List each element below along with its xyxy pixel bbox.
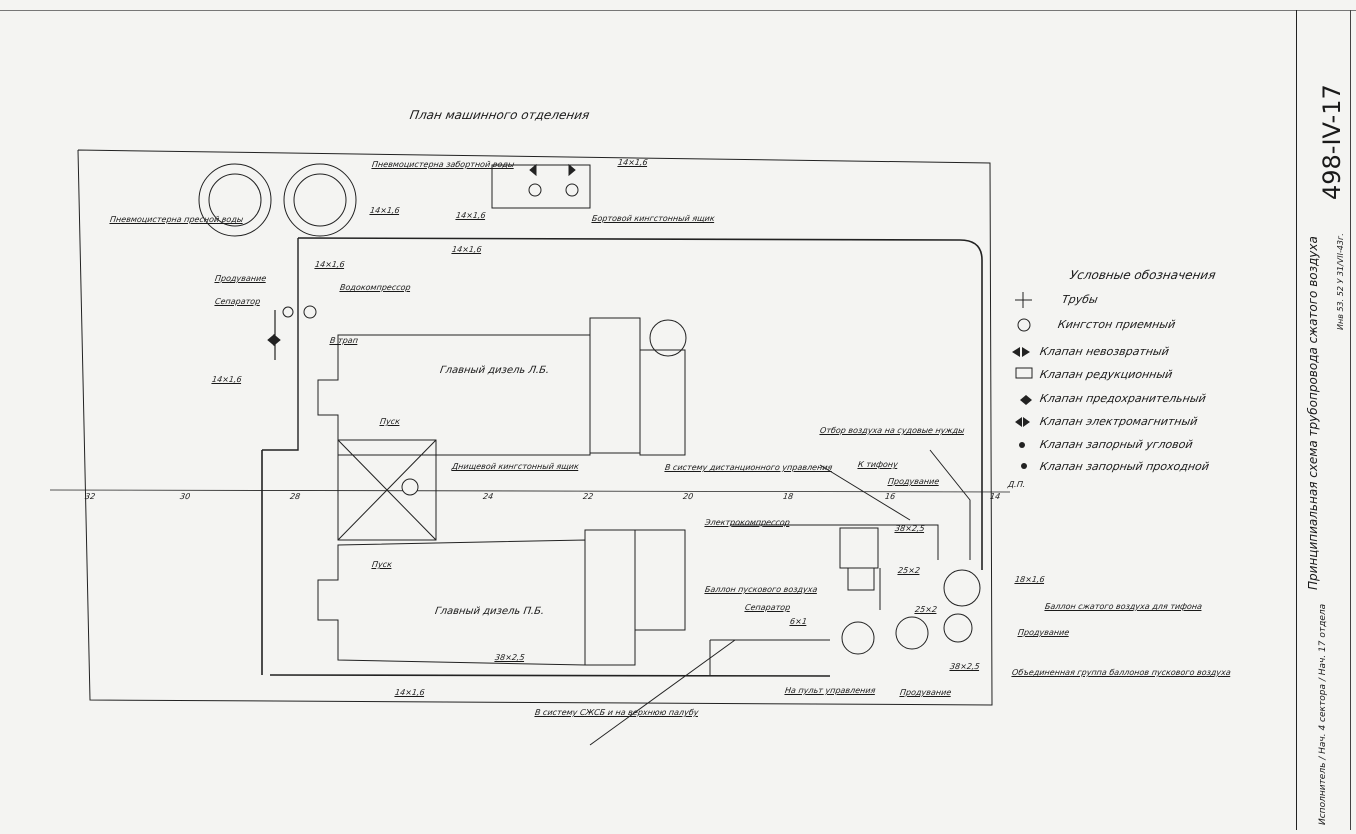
label-separator-2: Сепаратор [744,603,791,612]
label-board-box: Бортовой кингстонный ящик [591,214,716,223]
bottom-box-rect [337,439,437,541]
label-main-diesel-right: Главный дизель П.Б. [434,606,545,617]
frame-right-line [1296,10,1297,830]
legend-safety-valve-symbol [1020,395,1032,405]
label-bottom-box: Днищевой кингстонный ящик [451,462,580,471]
label-start-1: Пуск [379,417,401,426]
frame-number: 32 [84,492,96,501]
label-main-diesel-left: Главный дизель Л.Б. [439,365,550,376]
legend-reducing-valve-symbol [1015,367,1033,379]
pipe-size: 38×2,5 [894,524,926,533]
pipe-size: 25×2 [914,605,938,614]
pipe-size: 25×2 [897,566,921,575]
drawing-number: 498-IV-17 [1318,84,1346,200]
pipe-size: 6×1 [789,617,808,626]
frame-edge-line [1350,10,1351,830]
label-combined-group: Объединенная группа баллонов пускового в… [1011,668,1232,677]
main-pipe [297,237,983,570]
label-dp: Д.П. [1007,480,1026,489]
cyl-3 [943,613,973,643]
label-start-2: Пуск [371,560,393,569]
label-blowdown-1: Продувание [214,274,267,283]
legend-item-safety-valve: Клапан предохранительный [1038,392,1207,405]
pipe-size: 14×1,6 [314,260,346,269]
pipe-size: 14×1,6 [394,688,426,697]
label-air-intake: Отбор воздуха на судовые нужды [819,426,966,435]
main-diesel-right [317,539,586,666]
pipe-size: 14×1,6 [211,375,243,384]
cyl-typhon [943,569,981,607]
pipe-size: 14×1,6 [451,245,483,254]
frame-number: 16 [884,492,896,501]
label-to-sfs: В систему СЖСБ и на верхнюю палубу [534,708,700,717]
label-to-trap: В трап [329,336,359,345]
frame-number: 20 [682,492,694,501]
legend-item-kingston: Кингстон приемный [1056,318,1177,331]
frame-number: 14 [989,492,1001,501]
frame-top-line [0,10,1356,11]
executors-list: Исполнитель / Нач. 4 сектора / Нач. 17 о… [1318,603,1328,825]
label-blowdown-2: Продувание [887,477,940,486]
legend-kingston-symbol [1017,318,1031,332]
label-separator-1: Сепаратор [214,297,261,306]
label-typhon-cyl: Баллон сжатого воздуха для тифона [1044,602,1203,611]
label-water-compressor: Водокомпрессор [339,283,412,292]
cyl-2 [895,616,929,650]
tank-left [198,163,272,237]
legend-item-angle-valve: Клапан запорный угловой [1038,438,1194,451]
label-remote-control: В систему дистанционного управления [664,463,833,472]
label-blowdown-4: Продувание [899,688,952,697]
legend-solenoid-valve-symbol [1015,417,1030,427]
legend-angle-valve-symbol [1019,442,1025,448]
plan-title: План машинного отделения [408,108,591,122]
pipe-size: 38×2,5 [949,662,981,671]
pipe-size: 18×1,6 [1014,575,1046,584]
pipe-size: 14×1,6 [617,158,649,167]
cyl-1 [841,621,875,655]
legend-item-pipe: Трубы [1060,293,1099,306]
pipe-size: 38×2,5 [494,653,526,662]
legend-item-check-valve: Клапан невозвратный [1038,345,1171,358]
frame-number: 30 [179,492,191,501]
legend-title: Условные обозначения [1068,268,1217,282]
drawing-description: Принципиальная схема трубопровода сжатог… [1306,236,1320,590]
label-tank-right: Пневмоцистерна забортной воды [371,160,515,169]
frame-number: 22 [582,492,594,501]
label-to-typhon: К тифону [857,460,899,469]
label-el-compressor: Электрокомпрессор [704,518,791,527]
frame-baseline [49,489,1011,493]
label-blowdown-3: Продувание [1017,628,1070,637]
label-start-air-cyl: Баллон пускового воздуха [704,585,819,594]
legend-check-valve-symbol [1012,347,1030,357]
pipe-size: 14×1,6 [455,211,487,220]
legend-item-solenoid-valve: Клапан электромагнитный [1038,415,1199,428]
pipe-size: 14×1,6 [369,206,401,215]
legend-item-reducing-valve: Клапан редукционный [1038,368,1174,381]
hull-outline [77,149,993,706]
frame-number: 18 [782,492,794,501]
label-tank-left: Пневмоцистерна пресной воды [109,215,244,224]
tank-right [283,163,357,237]
main-diesel-left [317,334,591,456]
inventory-number: Инв 53. 52 У 31/VII-43г. [1336,233,1345,330]
frame-number: 28 [289,492,301,501]
label-to-remote-panel: На пульт управления [784,686,877,695]
frame-number: 24 [482,492,494,501]
legend-straight-valve-symbol [1021,463,1027,469]
el-compressor-rect [839,527,879,569]
legend-item-straight-valve: Клапан запорный проходной [1038,460,1211,473]
board-box-rect [491,164,591,209]
